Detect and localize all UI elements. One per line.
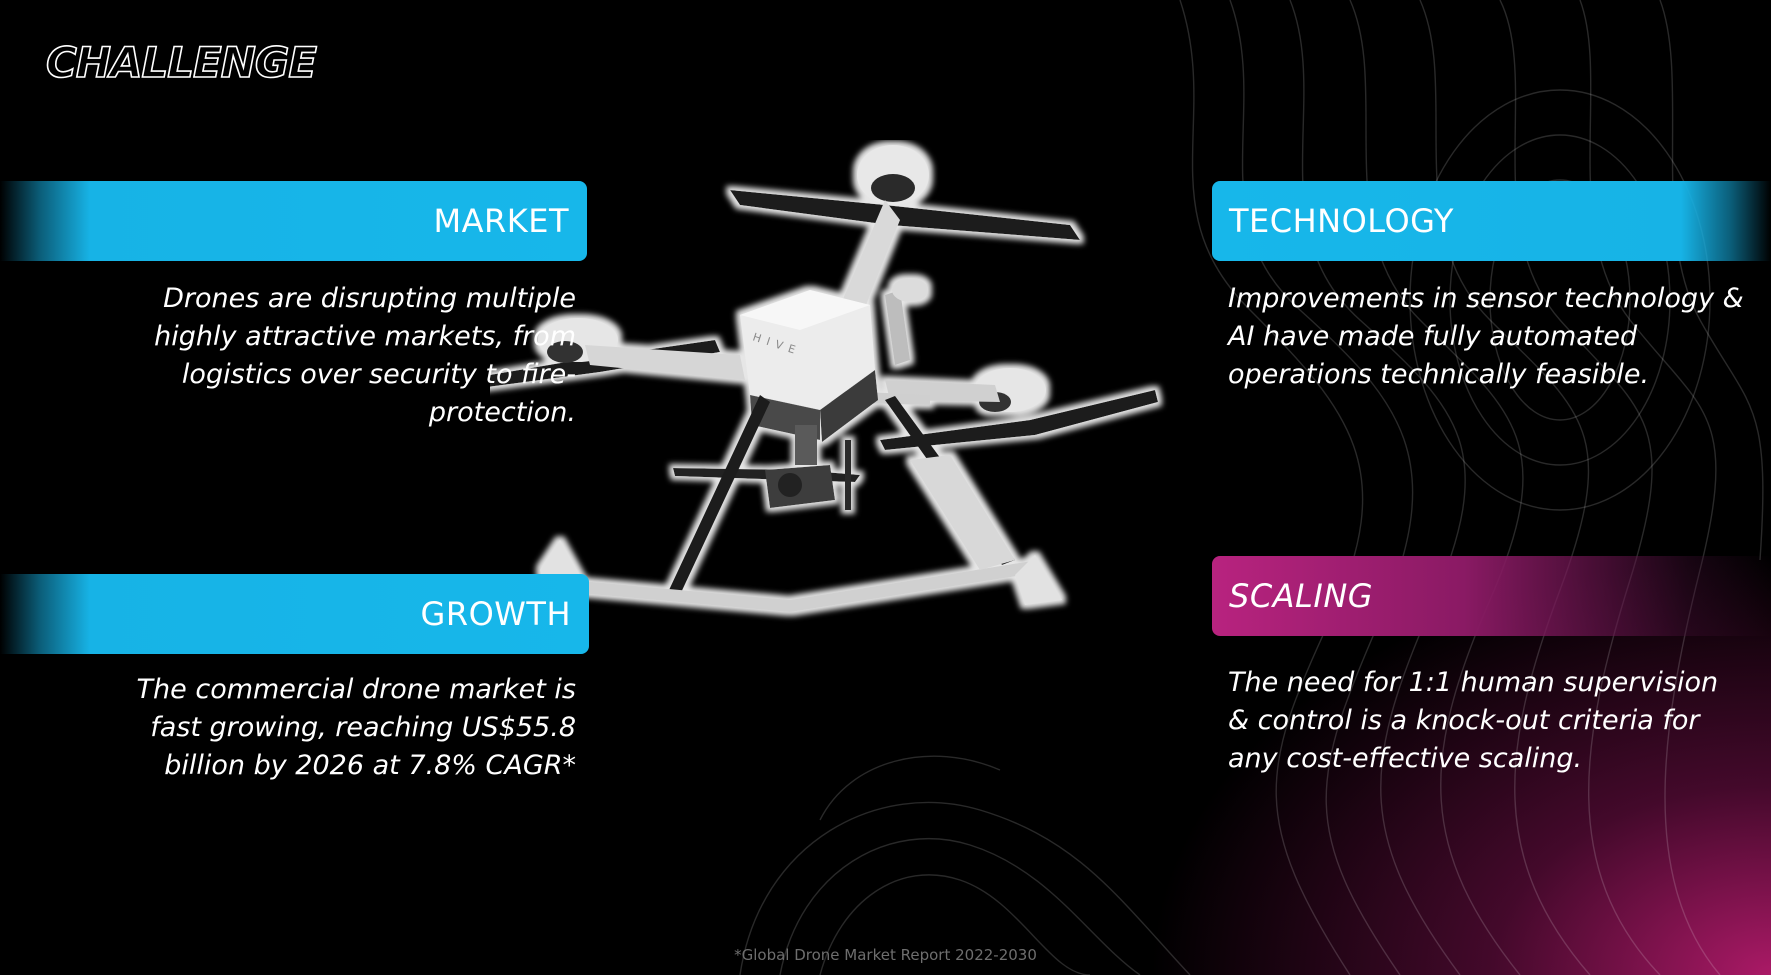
technology-label: TECHNOLOGY bbox=[1229, 202, 1454, 240]
drone-image: HIVE bbox=[490, 145, 1158, 612]
growth-description: The commercial drone market is fast grow… bbox=[136, 674, 576, 781]
page-title: CHALLENGE bbox=[45, 37, 318, 88]
scaling-description: The need for 1:1 human supervision & con… bbox=[1228, 667, 1719, 774]
scaling-banner: SCALING bbox=[1212, 556, 1771, 636]
growth-label: GROWTH bbox=[420, 595, 571, 633]
market-description: Drones are disrupting multiple highly at… bbox=[154, 283, 576, 428]
technology-description: Improvements in sensor technology & AI h… bbox=[1228, 283, 1744, 390]
market-label: MARKET bbox=[433, 202, 569, 240]
market-banner: MARKET bbox=[0, 181, 587, 261]
scaling-label: SCALING bbox=[1229, 577, 1374, 615]
growth-banner: GROWTH bbox=[0, 574, 589, 654]
technology-banner: TECHNOLOGY bbox=[1212, 181, 1771, 261]
footnote: *Global Drone Market Report 2022-2030 bbox=[734, 946, 1037, 964]
